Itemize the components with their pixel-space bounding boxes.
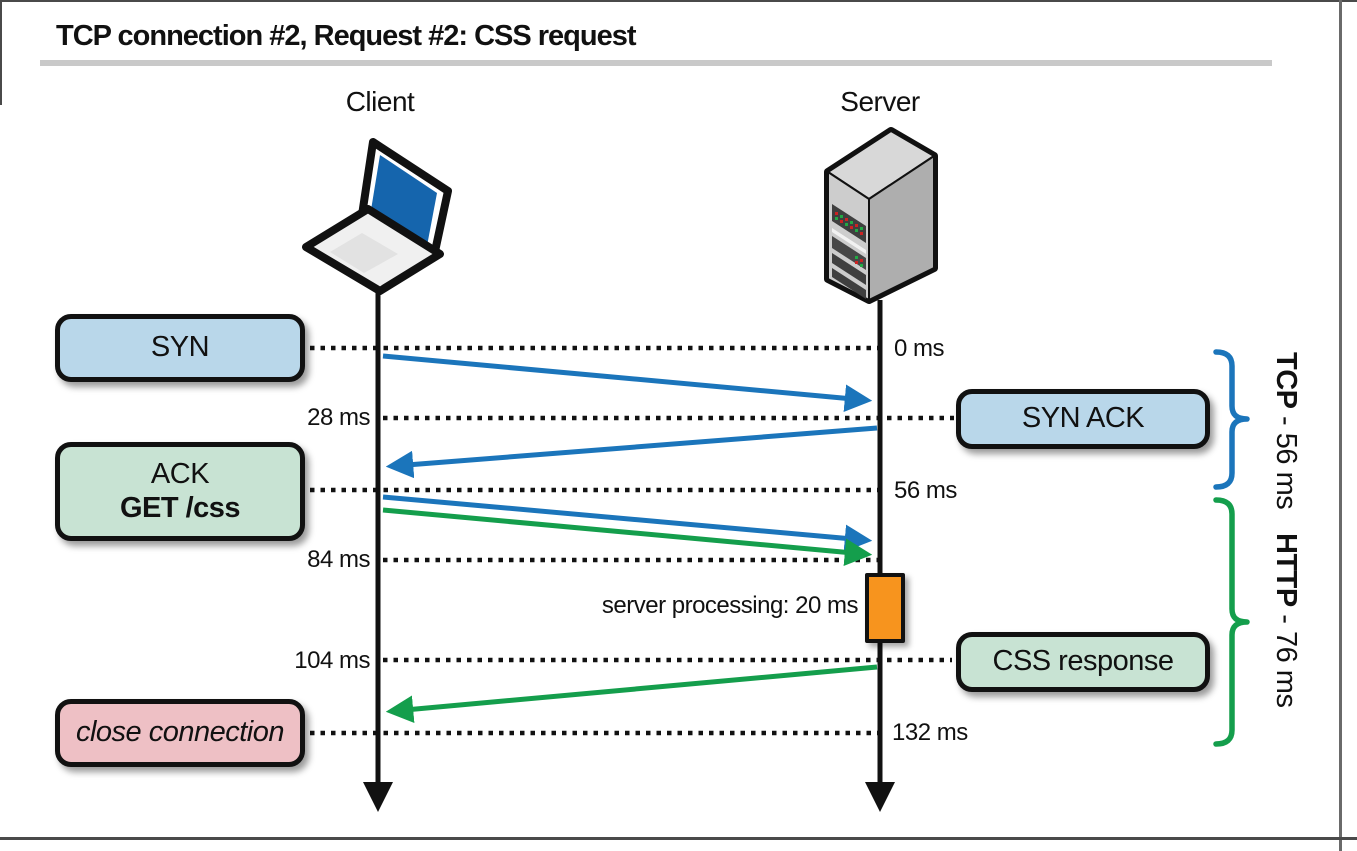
syn-box: SYN: [55, 314, 305, 382]
syn-arrow: [382, 353, 873, 412]
ack-arrow: [382, 494, 873, 552]
get-css-label: GET /css: [119, 491, 241, 524]
time-label-56ms: 56 ms: [894, 477, 957, 504]
time-label-104ms: 104 ms: [294, 647, 370, 674]
close-connection-box: close connection: [55, 699, 305, 767]
frame-bottom-line: [0, 837, 1357, 840]
syn-ack-arrow: [385, 425, 878, 479]
css-response-box: CSS response: [956, 632, 1210, 692]
title-divider: [40, 60, 1272, 66]
figure-title: TCP connection #2, Request #2: CSS reque…: [56, 20, 637, 52]
http-brace-duration: - 76 ms: [1270, 606, 1302, 708]
server-led-lights: [835, 212, 863, 267]
server-lane-label: Server: [840, 86, 920, 117]
laptop-icon: [302, 138, 452, 295]
http-brace: [1213, 497, 1250, 747]
syn-ack-box: SYN ACK: [956, 389, 1210, 449]
syn-ack-label: SYN ACK: [1021, 402, 1145, 435]
http-brace-label: HTTP - 76 ms: [1269, 533, 1302, 707]
ack-label: ACK: [150, 458, 210, 491]
time-label-28ms: 28 ms: [307, 404, 370, 431]
client-lane-label: Client: [345, 86, 415, 117]
close-connection-label: close connection: [75, 716, 285, 749]
tcp-brace-name: TCP: [1270, 352, 1302, 409]
time-label-132ms: 132 ms: [892, 719, 968, 746]
get-css-arrow: [382, 507, 873, 566]
tcp-brace-label: TCP - 56 ms: [1269, 352, 1302, 509]
tcp-brace: [1213, 349, 1250, 490]
server-tower-icon: [824, 127, 938, 304]
css-response-arrow: [385, 664, 878, 723]
frame-left-line: [0, 0, 2, 105]
css-response-label: CSS response: [992, 645, 1175, 678]
server-processing-label: server processing: 20 ms: [601, 592, 859, 619]
frame-top-line: [0, 0, 1357, 2]
server-processing-bar: [865, 573, 905, 643]
tcp-brace-duration: - 56 ms: [1270, 408, 1302, 510]
ack-get-css-box: ACK GET /css: [55, 442, 305, 541]
http-brace-name: HTTP: [1270, 533, 1302, 607]
syn-box-label: SYN: [150, 331, 210, 364]
frame-right-line: [1339, 0, 1342, 851]
time-label-84ms: 84 ms: [307, 546, 370, 573]
time-label-0ms: 0 ms: [894, 335, 945, 362]
